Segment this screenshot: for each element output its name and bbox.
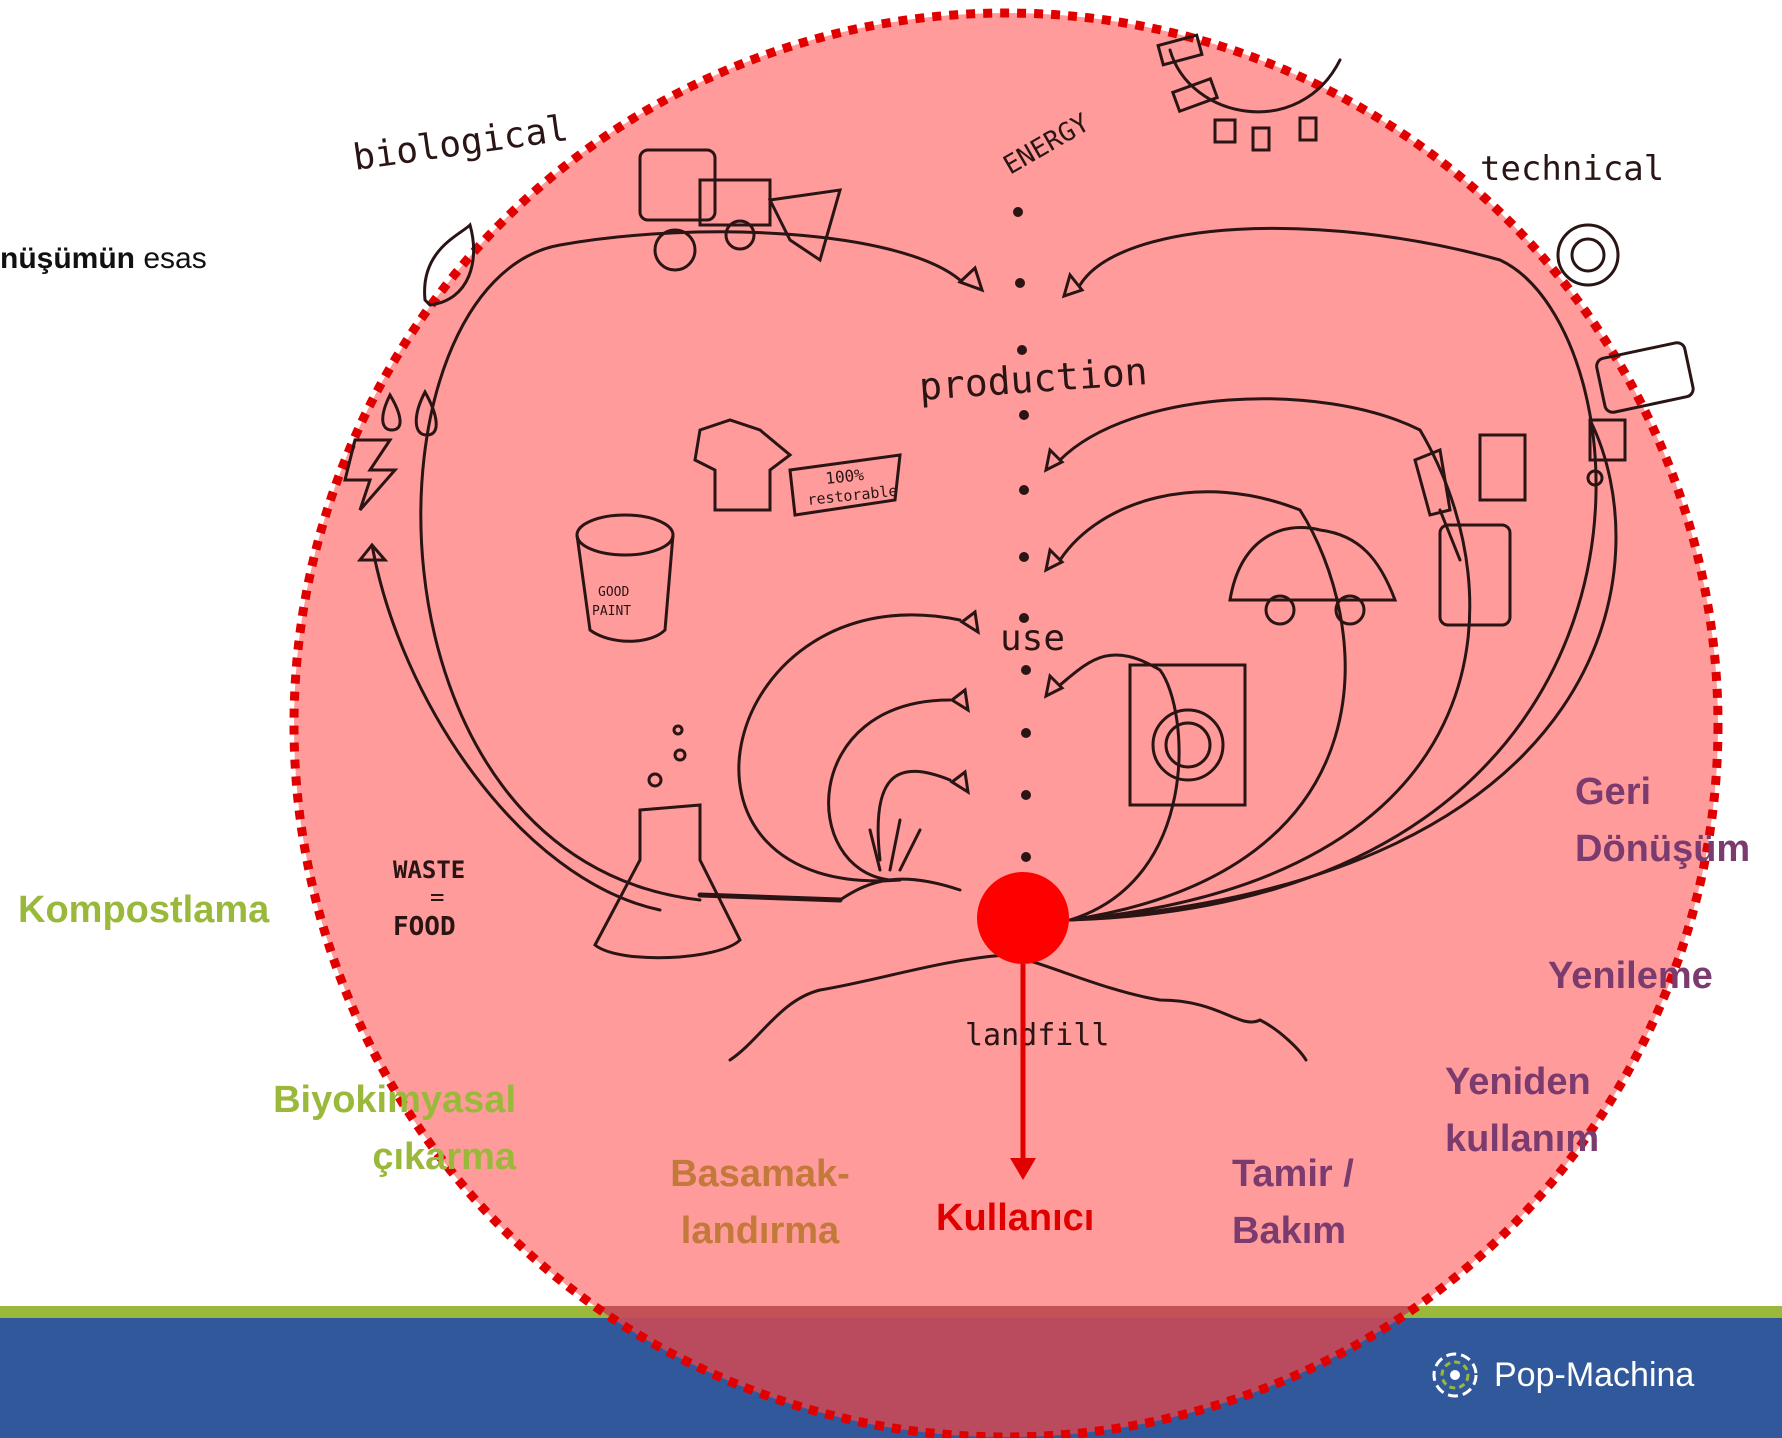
- energy-dot-column: [1013, 207, 1031, 862]
- user-arrow-head: [1010, 1158, 1036, 1180]
- arrowheads: [356, 265, 1085, 795]
- user-marker-dot: [977, 872, 1069, 964]
- gear-icon: [1556, 223, 1620, 287]
- water-drops-icon: [381, 388, 438, 437]
- shirt-icon: [693, 418, 902, 517]
- label-waste: WASTE: [393, 856, 465, 884]
- tractor-icon: [638, 148, 843, 272]
- label-yeniden: Yeniden kullanım: [1445, 1061, 1600, 1160]
- sun-icon: [1156, 33, 1342, 152]
- paint-good: GOOD: [598, 585, 629, 600]
- tech-loop-reuse: [1058, 490, 1347, 922]
- tag-percent: 100%: [824, 465, 865, 488]
- brand-logo: Pop-Machina: [1430, 1350, 1694, 1400]
- highlight-circle: [289, 8, 1723, 1438]
- spatula-icon: [1413, 447, 1462, 562]
- tech-loop-recycle: [1068, 418, 1618, 922]
- car-icon: [1228, 526, 1398, 626]
- car-part-icon: [1586, 341, 1695, 487]
- tech-loop-repair: [1058, 653, 1181, 922]
- flask-icon: [593, 724, 742, 960]
- label-yenileme: Yenileme: [1548, 955, 1713, 997]
- label-technical: technical: [1480, 149, 1664, 189]
- tech-loop-refurb: [1058, 397, 1472, 922]
- label-kullanici: Kullanıcı: [936, 1197, 1095, 1239]
- label-basamaklandirma: Basamak- landırma: [670, 1153, 850, 1252]
- partial-text-bold: nüşümün: [0, 242, 135, 275]
- bio-loop-return-3: [876, 769, 952, 862]
- partial-slide-text: nüşümün esas: [0, 242, 207, 276]
- label-waste-equals: =: [430, 883, 444, 911]
- label-biyokimyasal: Biyokimyasal çıkarma: [273, 1079, 516, 1178]
- paint-paint: PAINT: [592, 604, 631, 619]
- pop-machina-logo-icon: [1432, 1352, 1478, 1398]
- brand-name: Pop-Machina: [1494, 1355, 1695, 1394]
- compost-base-line: [697, 892, 843, 903]
- plant-sprout-icon: [838, 818, 962, 902]
- lightning-icon: [343, 438, 399, 511]
- label-tamir: Tamir / Bakım: [1232, 1153, 1354, 1252]
- leaf-icon: [423, 222, 476, 307]
- bio-loop-return-2: [827, 698, 952, 882]
- bio-loop-compost: [370, 543, 662, 912]
- paint-bucket-icon: [575, 513, 675, 643]
- partial-text-rest: esas: [135, 242, 207, 275]
- washing-machine-icon: [1128, 663, 1247, 807]
- label-geri-donusum: Geri Dönüşüm: [1575, 771, 1751, 870]
- label-use: use: [1000, 618, 1065, 659]
- bio-loop-return-1: [737, 613, 962, 883]
- label-kompostlama: Kompostlama: [18, 889, 270, 931]
- tablet-icon: [1478, 433, 1527, 502]
- label-landfill: landfill: [965, 1018, 1110, 1053]
- label-food: FOOD: [393, 912, 456, 942]
- phone-icon: [1438, 523, 1512, 627]
- tech-loop-outer: [1068, 226, 1598, 922]
